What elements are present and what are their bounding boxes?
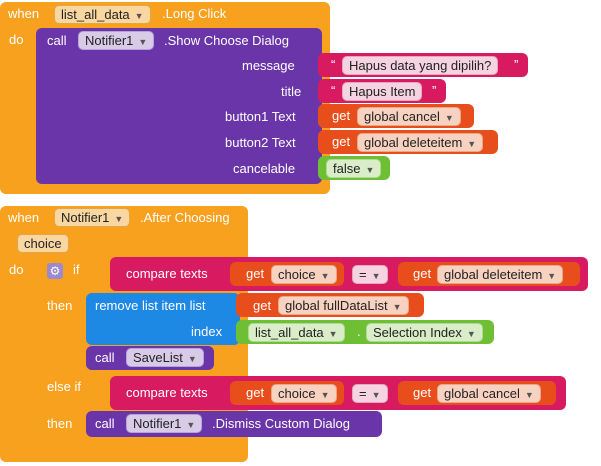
call-show-choose-dialog-block[interactable] [36,28,322,184]
text-field-title[interactable]: Hapus Item [342,82,423,101]
event-name-after-choosing: .After Choosing [140,210,230,225]
variable-dropdown-global-fulldatalist[interactable]: global fullDataList▼ [278,296,409,315]
caret-down-icon: ▼ [467,139,477,149]
then-label-2: then [47,416,73,431]
caret-down-icon: ▼ [444,113,454,123]
caret-down-icon: ▼ [186,420,196,430]
caret-down-icon: ▼ [328,329,338,339]
caret-down-icon: ▼ [547,271,557,281]
compare-texts-label: compare texts [126,266,208,281]
then-label: then [47,298,73,313]
caret-down-icon: ▼ [524,390,534,400]
text-field-message[interactable]: Hapus data yang dipilih? [342,56,499,75]
caret-down-icon: ▼ [365,165,375,175]
caret-down-icon: ▼ [371,271,381,281]
when-label: when [8,210,40,225]
variable-dropdown-global-deleteitem[interactable]: global deleteitem▼ [357,133,484,152]
do-label: do [9,32,24,47]
param-title-label: title [281,84,302,99]
do-label: do [9,262,24,277]
dot-label: . [357,324,361,339]
call-label: call [95,350,115,365]
procedure-dropdown-savelist[interactable]: SaveList▼ [126,348,204,367]
index-label: index [191,324,223,339]
gear-icon[interactable]: ⚙ [47,263,63,279]
variable-dropdown-global-cancel[interactable]: global cancel▼ [357,107,461,126]
get-label: get [246,385,265,400]
variable-dropdown-choice[interactable]: choice▼ [271,384,337,403]
boolean-dropdown[interactable]: false▼ [326,159,382,178]
get-label: get [246,266,265,281]
call-label: call [95,416,115,431]
caret-down-icon: ▼ [466,329,476,339]
component-dropdown-notifier[interactable]: Notifier1▼ [54,208,131,227]
caret-down-icon: ▼ [134,11,144,21]
param-choice[interactable]: choice [17,234,69,253]
variable-dropdown-global-cancel[interactable]: global cancel▼ [437,384,541,403]
param-button2-label: button2 Text [225,135,296,150]
remove-list-item-label: remove list item list [95,298,206,313]
else-if-label: else if [47,379,81,394]
quote-open-icon: “ [331,57,336,72]
component-dropdown-list-all-data[interactable]: list_all_data▼ [54,5,151,24]
call-label: call [47,33,67,48]
property-dropdown-selection-index[interactable]: Selection Index▼ [366,323,483,342]
notifier-dropdown[interactable]: Notifier1▼ [126,414,203,433]
quote-open-icon: “ [331,83,336,98]
get-label: get [413,266,432,281]
operator-dropdown[interactable]: =▼ [352,265,388,284]
if-label: if [73,262,80,277]
caret-down-icon: ▼ [114,214,124,224]
caret-down-icon: ▼ [392,302,402,312]
notifier-dropdown[interactable]: Notifier1▼ [78,31,155,50]
caret-down-icon: ▼ [371,390,381,400]
event-name-long-click: .Long Click [162,6,227,21]
quote-close-icon: ” [432,83,437,98]
caret-down-icon: ▼ [187,354,197,364]
variable-dropdown-global-deleteitem[interactable]: global deleteitem▼ [437,265,564,284]
param-button1-label: button1 Text [225,109,296,124]
get-label: get [332,134,351,149]
method-label: .Show Choose Dialog [164,33,290,48]
when-label: when [8,6,40,21]
caret-down-icon: ▼ [138,37,148,47]
get-label: get [253,298,272,313]
param-cancelable-label: cancelable [233,161,296,176]
caret-down-icon: ▼ [320,390,330,400]
get-label: get [413,385,432,400]
variable-dropdown-choice[interactable]: choice▼ [271,265,337,284]
operator-dropdown[interactable]: =▼ [352,384,388,403]
quote-close-icon: ” [514,57,519,72]
remove-list-item-block[interactable] [86,293,240,345]
compare-texts-label: compare texts [126,385,208,400]
get-label: get [332,108,351,123]
param-message-label: message [242,58,295,73]
method-label: .Dismiss Custom Dialog [212,416,350,431]
caret-down-icon: ▼ [320,271,330,281]
component-dropdown-list-all-data[interactable]: list_all_data▼ [248,323,345,342]
